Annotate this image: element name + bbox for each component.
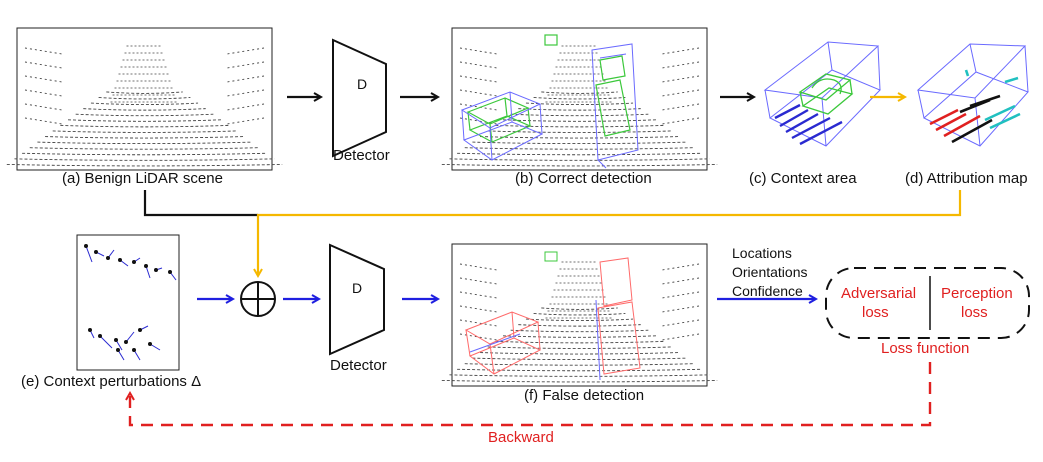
perception-loss-line1: Perception — [941, 285, 1013, 302]
backward-label: Backward — [488, 429, 554, 446]
detector-top-label: Detector — [333, 147, 390, 164]
caption-f: (f) False detection — [524, 387, 645, 404]
detector-top-icon — [332, 38, 387, 158]
detector-bottom-icon — [329, 243, 385, 356]
attribution-map-d — [916, 43, 1029, 147]
caption-b: (b) Correct detection — [515, 170, 652, 187]
line-a-to-merge — [143, 190, 258, 217]
caption-e: (e) Context perturbations Δ — [21, 373, 202, 390]
backward-path — [130, 362, 932, 427]
output-locations: Locations — [732, 245, 792, 261]
caption-d: (d) Attribution map — [905, 170, 1028, 187]
adversarial-loss-line2: loss — [862, 304, 889, 321]
perturbation-panel-e — [76, 234, 180, 371]
output-confidence: Confidence — [732, 283, 803, 299]
detection-boxes-blue — [460, 43, 639, 169]
detector-top-letter: D — [357, 76, 368, 92]
perception-loss-line2: loss — [961, 304, 988, 321]
lidar-scene-b — [441, 27, 718, 171]
caption-c: (c) Context area — [749, 170, 857, 187]
output-orientations: Orientations — [732, 264, 808, 280]
detector-bottom-letter: D — [352, 280, 363, 296]
loss-box — [825, 267, 1030, 339]
lidar-scene-a — [6, 27, 283, 171]
line-d-to-merge — [258, 190, 962, 275]
context-area-c — [763, 41, 881, 147]
false-boxes-red — [464, 257, 641, 375]
detector-bottom-label: Detector — [330, 357, 387, 374]
oplus-icon — [240, 281, 276, 317]
adversarial-loss-line1: Adversarial — [841, 285, 917, 302]
detection-boxes-green — [466, 34, 631, 143]
caption-a: (a) Benign LiDAR scene — [62, 170, 223, 187]
loss-function-title: Loss function — [881, 340, 970, 357]
lidar-scene-f — [441, 243, 718, 387]
